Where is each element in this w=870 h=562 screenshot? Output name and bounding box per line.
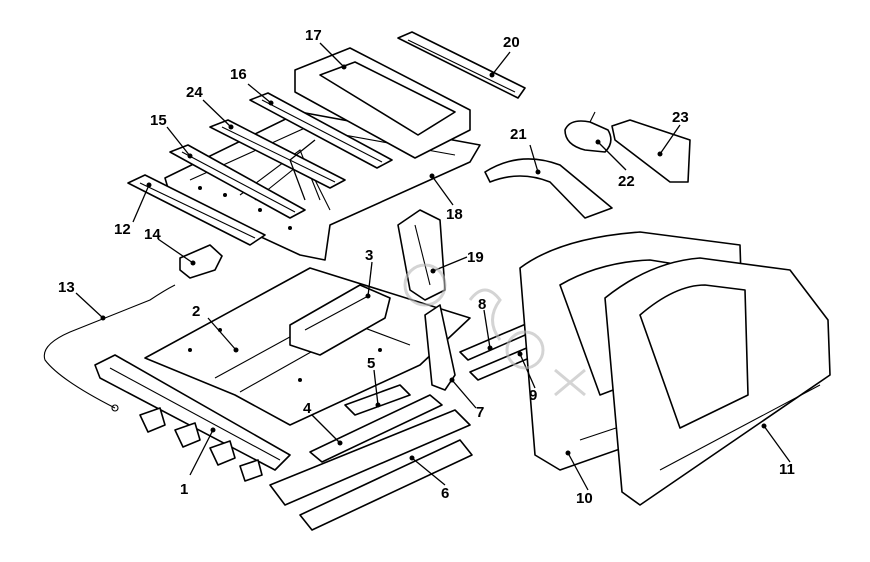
release-handle (179, 244, 223, 279)
callout-2: 2 (192, 303, 200, 320)
callout-5: 5 (367, 355, 375, 372)
callout-13: 13 (58, 279, 75, 296)
callout-7: 7 (476, 404, 484, 421)
sill-reinforcement (309, 394, 443, 463)
callout-4: 4 (303, 400, 312, 417)
body-side-outer (604, 257, 831, 506)
cross-member (289, 284, 391, 356)
rear-window-arc (484, 158, 613, 219)
watermark (403, 263, 586, 397)
callout-3: 3 (365, 247, 373, 264)
roof-rear-rail (397, 31, 526, 99)
callout-21: 21 (510, 126, 527, 143)
callout-18: 18 (446, 206, 463, 223)
callout-labels: 1 2 3 4 5 6 7 8 9 10 11 12 13 14 15 16 1… (58, 27, 795, 507)
callout-11: 11 (779, 461, 795, 478)
release-cable (43, 284, 176, 412)
callout-16: 16 (230, 66, 247, 83)
callout-20: 20 (503, 34, 520, 51)
callout-14: 14 (144, 226, 161, 243)
callout-23: 23 (672, 109, 689, 126)
callout-10: 10 (576, 490, 593, 507)
roof-bow-front (127, 174, 266, 246)
callout-17: 17 (305, 27, 322, 44)
callout-24: 24 (186, 84, 203, 101)
roof-bow-second (169, 144, 306, 219)
callout-6: 6 (441, 485, 449, 502)
callout-8: 8 (478, 296, 486, 313)
roof-bow-third (209, 119, 346, 189)
leader-lines (75, 42, 791, 491)
pillar-reinforcement (424, 304, 456, 391)
interior-mirror (564, 111, 612, 153)
callout-19: 19 (467, 249, 484, 266)
callout-12: 12 (114, 221, 131, 238)
callout-22: 22 (618, 173, 635, 190)
callout-9: 9 (529, 387, 537, 404)
sun-visor (611, 119, 691, 183)
outer-sill (269, 409, 473, 531)
side-sill-inner (94, 354, 291, 482)
callout-15: 15 (150, 112, 167, 129)
callout-1: 1 (180, 481, 188, 498)
